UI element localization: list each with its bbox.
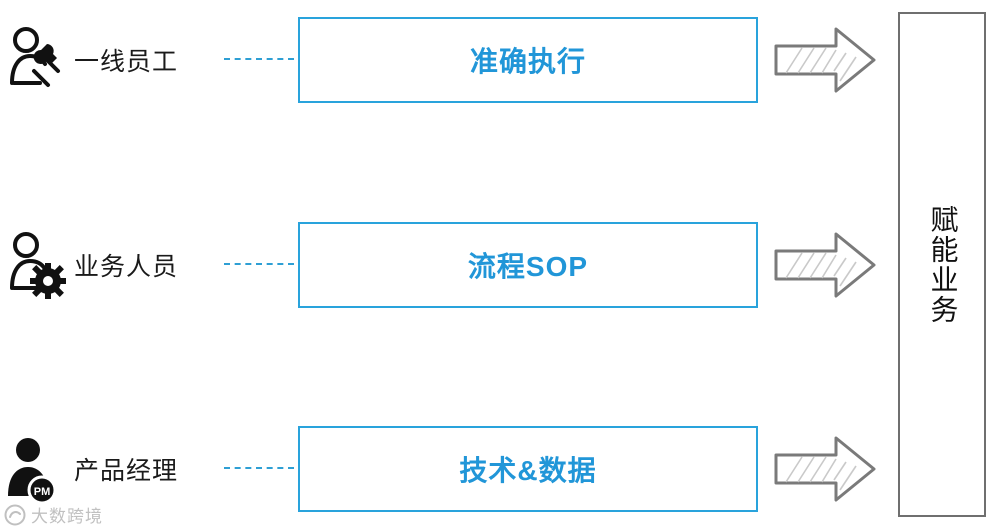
diagram-row: PM 产品经理 技术&数据: [0, 421, 890, 517]
dashed-connector: [224, 467, 294, 471]
person-pm-badge-icon: PM: [4, 434, 66, 504]
dashed-connector: [224, 263, 294, 267]
watermark: 大数跨境: [4, 502, 103, 527]
process-box-label: 流程SOP: [467, 251, 589, 282]
person-wrench-icon: [4, 25, 66, 95]
role-label: 一线员工: [74, 48, 179, 76]
outcome-panel: 赋能业务: [898, 12, 986, 517]
process-box[interactable]: 准确执行: [298, 17, 758, 103]
dashed-connector: [224, 58, 294, 62]
process-box[interactable]: 技术&数据: [298, 426, 758, 512]
person-gear-icon: [4, 230, 66, 300]
process-box-label: 技术&数据: [459, 455, 597, 486]
watermark-text: 大数跨境: [31, 507, 103, 526]
process-box-label: 准确执行: [469, 46, 586, 77]
outcome-panel-label: 赋能业务: [927, 204, 959, 325]
svg-text:PM: PM: [34, 486, 51, 498]
block-arrow-right-icon: [772, 228, 880, 302]
diagram-row: 一线员工 准确执行: [0, 12, 890, 108]
block-arrow-right-icon: [772, 23, 880, 97]
circle-mark-icon: [4, 504, 26, 526]
role-label: 业务人员: [74, 253, 179, 281]
role-label: 产品经理: [74, 457, 179, 485]
diagram-row: 业务人员 流程SOP: [0, 217, 890, 313]
process-box[interactable]: 流程SOP: [298, 222, 758, 308]
block-arrow-right-icon: [772, 432, 880, 506]
